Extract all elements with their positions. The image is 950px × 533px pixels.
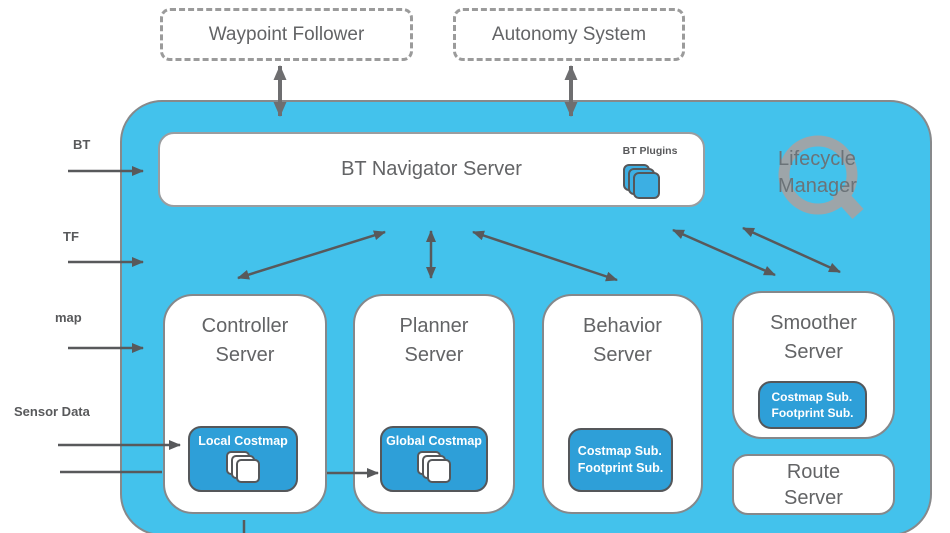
smoother-line1: Smoother: [770, 312, 857, 334]
controller-line1: Controller: [201, 315, 289, 337]
controller-line2: Server: [215, 344, 275, 366]
autonomy-system-box: Autonomy System: [453, 8, 685, 61]
smoother-subscribers-label: Costmap Sub. Footprint Sub.: [772, 389, 854, 421]
planner-line2: Server: [404, 344, 464, 366]
behavior-sub-line1: Costmap Sub.: [577, 444, 662, 458]
route-server-label: Route Server: [784, 459, 843, 511]
route-line2: Server: [784, 486, 843, 509]
bt-plugins-stack-icon: [623, 164, 661, 202]
costmap-layers-icon: [417, 451, 451, 485]
smoother-line2: Server: [784, 341, 843, 363]
planner-line1: Planner: [399, 315, 469, 337]
smoother-subscribers-box: Costmap Sub. Footprint Sub.: [758, 381, 867, 429]
smoother-server-label: Smoother Server: [734, 293, 893, 367]
behavior-line1: Behavior: [583, 315, 662, 337]
behavior-line2: Server: [593, 344, 652, 366]
waypoint-follower-box: Waypoint Follower: [160, 8, 413, 61]
behavior-subscribers-label: Costmap Sub. Footprint Sub.: [578, 443, 663, 477]
autonomy-system-label: Autonomy System: [491, 23, 647, 45]
behavior-server-label: Behavior Server: [544, 296, 701, 370]
smoother-sub-line1: Costmap Sub.: [771, 390, 853, 404]
local-costmap-label: Local Costmap: [198, 434, 288, 448]
bt-plugins-label: BT Plugins: [622, 145, 678, 157]
bt-navigator-server-box: BT Navigator Server: [158, 132, 705, 207]
route-line1: Route: [786, 460, 841, 483]
bt-navigator-server-label: BT Navigator Server: [341, 158, 522, 180]
smoother-sub-line2: Footprint Sub.: [771, 406, 854, 420]
map-input-label: map: [55, 310, 82, 325]
bt-input-label: BT: [73, 137, 91, 152]
lifecycle-line2: Manager: [778, 175, 857, 197]
behavior-subscribers-box: Costmap Sub. Footprint Sub.: [568, 428, 673, 492]
lifecycle-manager-label: Lifecycle Manager: [778, 146, 908, 200]
global-costmap-label: Global Costmap: [386, 434, 482, 448]
planner-server-label: Planner Server: [355, 296, 513, 370]
lifecycle-line1: Lifecycle: [778, 148, 856, 170]
lifecycle-loop-icon: [778, 135, 864, 220]
global-costmap-box: Global Costmap: [380, 426, 488, 492]
behavior-sub-line2: Footprint Sub.: [577, 461, 664, 475]
route-server-box: Route Server: [732, 454, 895, 515]
waypoint-follower-label: Waypoint Follower: [208, 23, 365, 45]
tf-input-label: TF: [63, 229, 79, 244]
controller-server-label: Controller Server: [165, 296, 325, 370]
costmap-layers-icon: [226, 451, 260, 485]
local-costmap-box: Local Costmap: [188, 426, 298, 492]
sensor-data-input-label: Sensor Data: [14, 404, 90, 419]
